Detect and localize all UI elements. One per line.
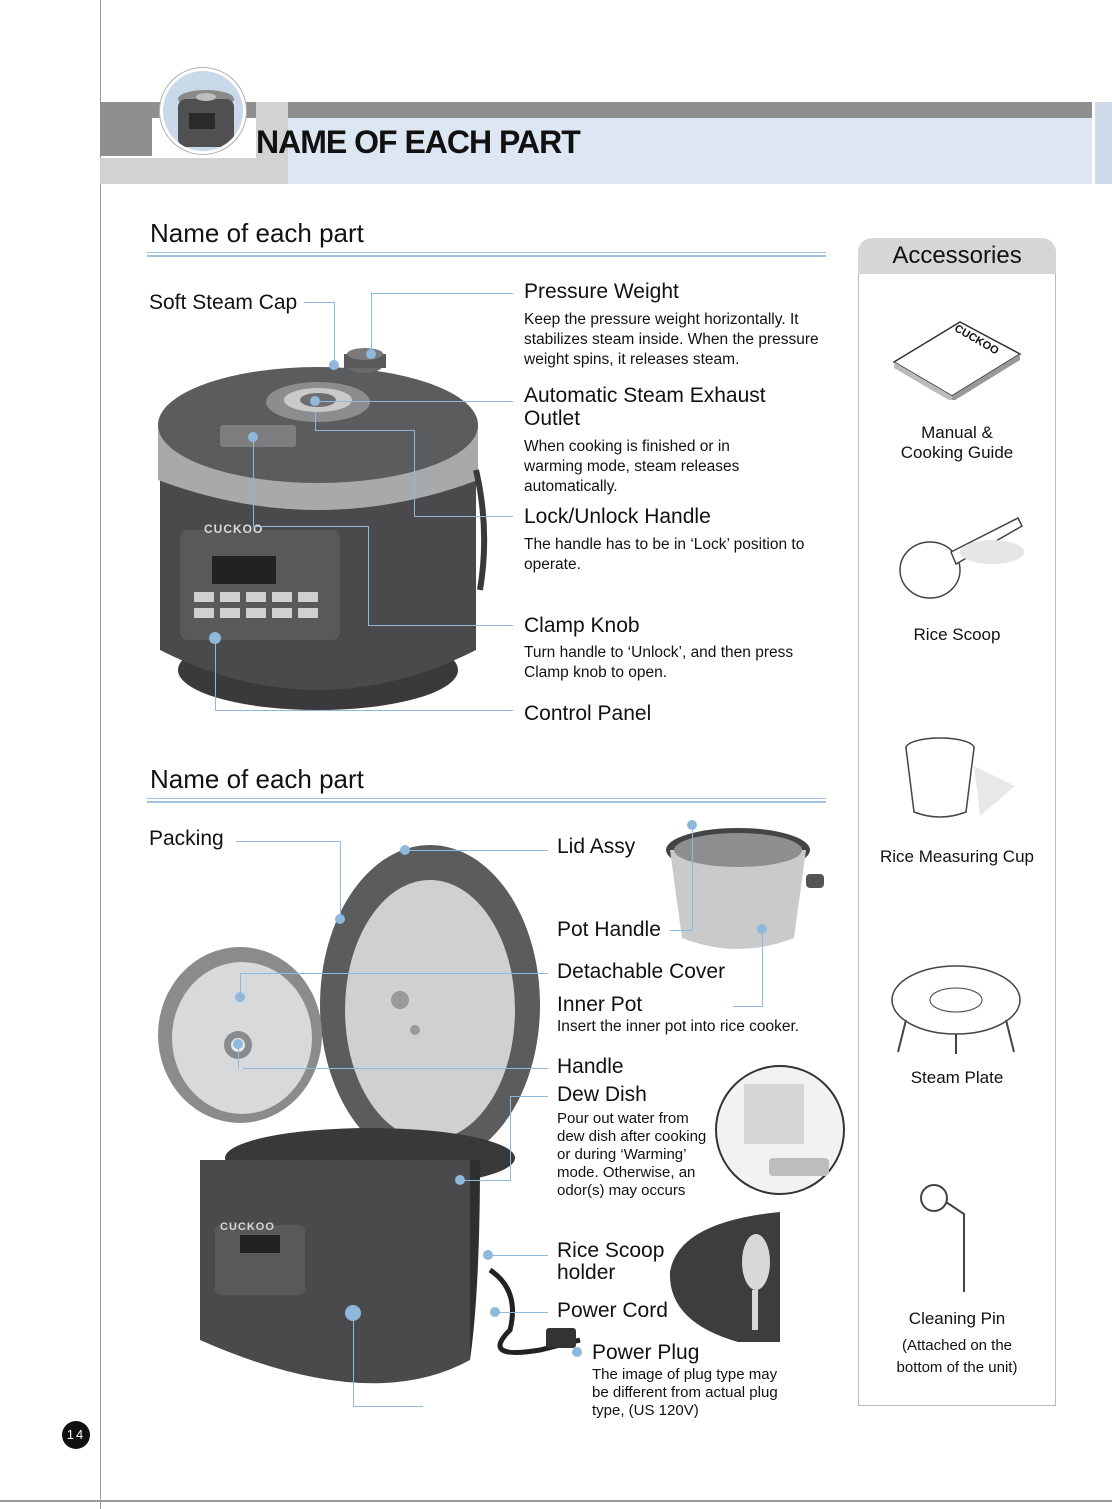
desc-lock-unlock-handle: The handle has to be in ‘Lock’ position … [524, 536, 805, 573]
rice-scoop-illustration [899, 516, 1024, 599]
section-rule [147, 798, 826, 803]
label-steam-exhaust: Automatic Steam Exhaust Outlet [524, 384, 766, 430]
accessories-title: Accessories [858, 238, 1056, 274]
cleaning-pin-illustration [920, 1184, 965, 1292]
rice-measuring-cup-illustration [905, 737, 1015, 818]
desc-inner-pot: Insert the inner pot into rice cooker. [557, 1018, 800, 1035]
desc-pressure-weight: Keep the pressure weight horizontally. I… [524, 311, 819, 368]
label-pot-handle: Pot Handle [557, 918, 661, 941]
desc-clamp-knob: Turn handle to ‘Unlock’, and then press … [524, 644, 794, 681]
dew-dish-detail-illustration [715, 1065, 845, 1195]
label-detachable-cover: Detachable Cover [557, 960, 726, 983]
label-lock-unlock-handle: Lock/Unlock Handle [524, 505, 711, 528]
label-inner-pot: Inner Pot [557, 993, 643, 1016]
header-block [100, 158, 286, 184]
label-rice-scoop-holder-line1: Rice Scoop [557, 1239, 665, 1262]
note-cleaning-pin-line1: (Attached on the [901, 1337, 1013, 1354]
bottom-rule [0, 1500, 1112, 1502]
open-cooker-illustration [158, 845, 581, 1384]
header-band-tail [1092, 102, 1112, 184]
label-manual-line1: Manual & [921, 423, 993, 442]
label-rice-scoop: Rice Scoop [913, 625, 1001, 644]
steam-plate-illustration [891, 965, 1021, 1054]
accessories-panel [858, 272, 1056, 1406]
cooker-brand-label: CUCKOO [220, 1221, 275, 1233]
header-cooker-thumbnail [160, 68, 246, 154]
cooker-brand-label: CUCKOO [204, 522, 264, 536]
label-lid-assy: Lid Assy [557, 835, 636, 858]
rice-cooker-illustration [158, 348, 488, 710]
label-steam-exhaust-line1: Automatic Steam Exhaust [524, 384, 766, 407]
label-rice-measuring-cup: Rice Measuring Cup [879, 847, 1034, 866]
header-block [256, 102, 288, 184]
label-power-plug: Power Plug [592, 1341, 700, 1364]
label-manual: Manual & Cooking Guide [858, 423, 1056, 463]
section-title: Name of each part [150, 764, 364, 794]
page-title: NAME OF EACH PART [256, 124, 581, 160]
note-cleaning-pin-line2: bottom of the unit) [896, 1359, 1018, 1376]
section-title: Name of each part [150, 218, 364, 248]
desc-steam-exhaust: When cooking is finished or in warming m… [524, 438, 740, 495]
manual-book-illustration [892, 321, 1022, 400]
header-band [286, 118, 1092, 184]
label-clamp-knob: Clamp Knob [524, 614, 640, 637]
scoop-holder-detail-illustration [669, 1212, 780, 1342]
label-steam-exhaust-line2: Outlet [524, 407, 581, 430]
inner-pot-illustration [666, 828, 824, 949]
label-dew-dish: Dew Dish [557, 1083, 647, 1106]
section-rule [147, 252, 826, 257]
desc-dew-dish: Pour out water from dew dish after cooki… [557, 1110, 707, 1199]
label-steam-plate: Steam Plate [910, 1068, 1004, 1087]
label-packing: Packing [149, 827, 224, 850]
header-band-top [100, 102, 1112, 118]
label-soft-steam-cap: Soft Steam Cap [149, 291, 298, 314]
label-rice-scoop-holder-line2: holder [557, 1261, 616, 1284]
label-manual-line2: Cooking Guide [900, 443, 1014, 462]
label-cleaning-pin: Cleaning Pin [908, 1309, 1006, 1328]
label-handle-text: Handle [557, 1055, 624, 1078]
note-cleaning-pin: (Attached on the bottom of the unit) [858, 1335, 1056, 1379]
page-number: 14 [62, 1421, 90, 1449]
label-control-panel: Control Panel [524, 702, 652, 725]
label-rice-scoop-holder: Rice Scoop holder [557, 1240, 664, 1284]
label-power-cord: Power Cord [557, 1299, 668, 1322]
desc-power-plug: The image of plug type may be different … [592, 1366, 778, 1419]
header-block [100, 118, 152, 156]
left-margin-rule [100, 0, 101, 1509]
label-pressure-weight: Pressure Weight [524, 280, 679, 303]
